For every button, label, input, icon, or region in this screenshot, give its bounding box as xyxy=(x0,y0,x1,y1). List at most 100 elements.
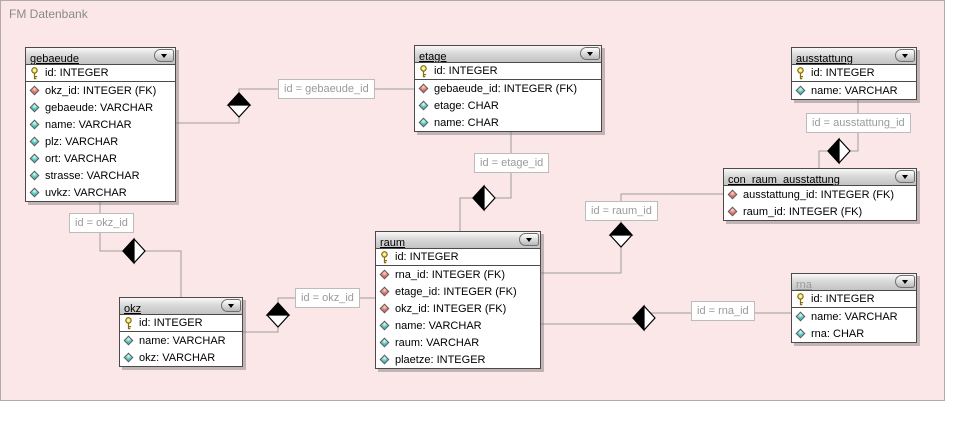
column-row: okz_id: INTEGER (FK) xyxy=(26,82,175,99)
column-row: okz_id: INTEGER (FK) xyxy=(376,300,540,317)
attribute-icon xyxy=(418,117,429,128)
attribute-icon xyxy=(123,352,134,363)
column-row: plz: VARCHAR xyxy=(26,133,175,150)
table-title: raum xyxy=(380,237,406,249)
foreign-key-icon xyxy=(379,303,390,314)
collapse-dropdown-button[interactable] xyxy=(895,49,915,62)
column-label: name: VARCHAR xyxy=(811,84,898,97)
column-row: uvkz: VARCHAR xyxy=(26,184,175,201)
column-row: id: INTEGER xyxy=(792,291,916,308)
column-label: etage: CHAR xyxy=(434,99,499,112)
relationship-label-rel_raum_rna[interactable]: id = rna_id xyxy=(691,301,755,321)
diagram-title: FM Datenbank xyxy=(9,7,88,21)
chevron-down-icon xyxy=(902,174,908,179)
column-row: raum: VARCHAR xyxy=(376,334,540,351)
relation-diamond-etage-raum[interactable] xyxy=(472,184,496,212)
table-title: rna xyxy=(796,279,812,291)
collapse-dropdown-button[interactable] xyxy=(580,47,600,60)
attribute-icon xyxy=(29,170,40,181)
column-row: id: INTEGER xyxy=(26,65,175,82)
foreign-key-icon xyxy=(379,286,390,297)
relation-diamond-raum-rna[interactable] xyxy=(632,304,656,332)
column-label: id: INTEGER xyxy=(395,251,459,263)
table-header[interactable]: con_raum_ausstattung xyxy=(724,169,916,186)
table-header[interactable]: gebaeude xyxy=(26,48,175,65)
column-row: rna: CHAR xyxy=(792,325,916,342)
collapse-dropdown-button[interactable] xyxy=(154,49,174,62)
primary-key-icon xyxy=(125,316,132,329)
column-row: name: VARCHAR xyxy=(792,308,916,325)
primary-key-icon xyxy=(31,66,38,79)
table-title: okz xyxy=(124,303,142,315)
table-header[interactable]: etage xyxy=(415,46,601,63)
table-raum[interactable]: raum id: INTEGER rna_id: INTEGER (FK)etage… xyxy=(375,231,541,369)
chevron-down-icon xyxy=(526,237,532,242)
relationship-label-rel_raum_con[interactable]: id = raum_id xyxy=(585,201,658,221)
relation-diamond-gebaeude-okz[interactable] xyxy=(122,237,146,265)
column-label: name: VARCHAR xyxy=(395,319,482,332)
column-label: raum: VARCHAR xyxy=(395,336,480,349)
column-row: etage_id: INTEGER (FK) xyxy=(376,283,540,300)
foreign-key-icon xyxy=(379,269,390,280)
collapse-dropdown-button[interactable] xyxy=(895,170,915,183)
column-label: okz_id: INTEGER (FK) xyxy=(395,302,507,315)
attribute-icon xyxy=(795,311,806,322)
column-row: name: VARCHAR xyxy=(792,82,916,99)
relationship-label-rel_gebaeude_okz[interactable]: id = okz_id xyxy=(69,213,134,233)
relationship-label-rel_ausstattung_con[interactable]: id = ausstattung_id xyxy=(806,113,911,133)
relation-diamond-gebaeude-etage[interactable] xyxy=(226,92,252,118)
column-label: name: VARCHAR xyxy=(811,310,898,323)
table-header[interactable]: raum xyxy=(376,232,540,249)
column-row: plaetze: INTEGER xyxy=(376,351,540,368)
cardinality-diamonds xyxy=(122,92,851,332)
column-label: okz_id: INTEGER (FK) xyxy=(45,84,157,97)
primary-key-icon xyxy=(797,292,804,305)
column-label: id: INTEGER xyxy=(45,67,109,79)
collapse-dropdown-button[interactable] xyxy=(519,233,539,246)
attribute-icon xyxy=(379,320,390,331)
table-title: ausstattung xyxy=(796,53,853,65)
relationship-label-rel_okz_raum[interactable]: id = okz_id xyxy=(295,288,360,308)
relationship-label-rel_etage_raum[interactable]: id = etage_id xyxy=(474,153,550,173)
relationship-label-rel_gebaeude_etage[interactable]: id = gebaeude_id xyxy=(278,79,375,99)
column-row: rna_id: INTEGER (FK) xyxy=(376,266,540,283)
attribute-icon xyxy=(379,354,390,365)
attribute-icon xyxy=(29,119,40,130)
column-row: name: VARCHAR xyxy=(26,116,175,133)
foreign-key-icon xyxy=(727,189,738,200)
chevron-down-icon xyxy=(587,51,593,56)
column-row: id: INTEGER xyxy=(792,65,916,82)
collapse-dropdown-button[interactable] xyxy=(895,275,915,288)
attribute-icon xyxy=(379,337,390,348)
column-row: id: INTEGER xyxy=(120,315,242,332)
collapse-dropdown-button[interactable] xyxy=(221,299,241,312)
relation-diamond-raum-con[interactable] xyxy=(608,222,634,248)
column-label: ort: VARCHAR xyxy=(45,152,117,165)
table-header[interactable]: ausstattung xyxy=(792,48,916,65)
column-label: name: VARCHAR xyxy=(45,118,132,131)
chevron-down-icon xyxy=(902,279,908,284)
relation-diamond-okz-raum[interactable] xyxy=(265,302,291,328)
table-gebaeude[interactable]: gebaeude id: INTEGER okz_id: INTEGER (FK) g… xyxy=(25,47,176,202)
column-row: name: VARCHAR xyxy=(376,317,540,334)
column-label: name: VARCHAR xyxy=(139,334,226,347)
chevron-down-icon xyxy=(228,303,234,308)
column-row: name: VARCHAR xyxy=(120,332,242,349)
column-row: gebaeude: VARCHAR xyxy=(26,99,175,116)
column-label: id: INTEGER xyxy=(811,67,875,79)
table-header[interactable]: rna xyxy=(792,274,916,291)
column-label: gebaeude: VARCHAR xyxy=(45,101,154,114)
diagram-canvas[interactable]: FM Datenbank xyxy=(0,0,945,401)
column-row: id: INTEGER xyxy=(415,63,601,80)
column-label: strasse: VARCHAR xyxy=(45,169,140,182)
attribute-icon xyxy=(418,100,429,111)
table-ausstattung[interactable]: ausstattung id: INTEGER name: VARCHAR xyxy=(791,47,917,100)
table-header[interactable]: okz xyxy=(120,298,242,315)
column-row: raum_id: INTEGER (FK) xyxy=(724,203,916,220)
table-title: con_raum_ausstattung xyxy=(728,174,840,186)
relation-diamond-ausstattung-con[interactable] xyxy=(827,137,851,165)
